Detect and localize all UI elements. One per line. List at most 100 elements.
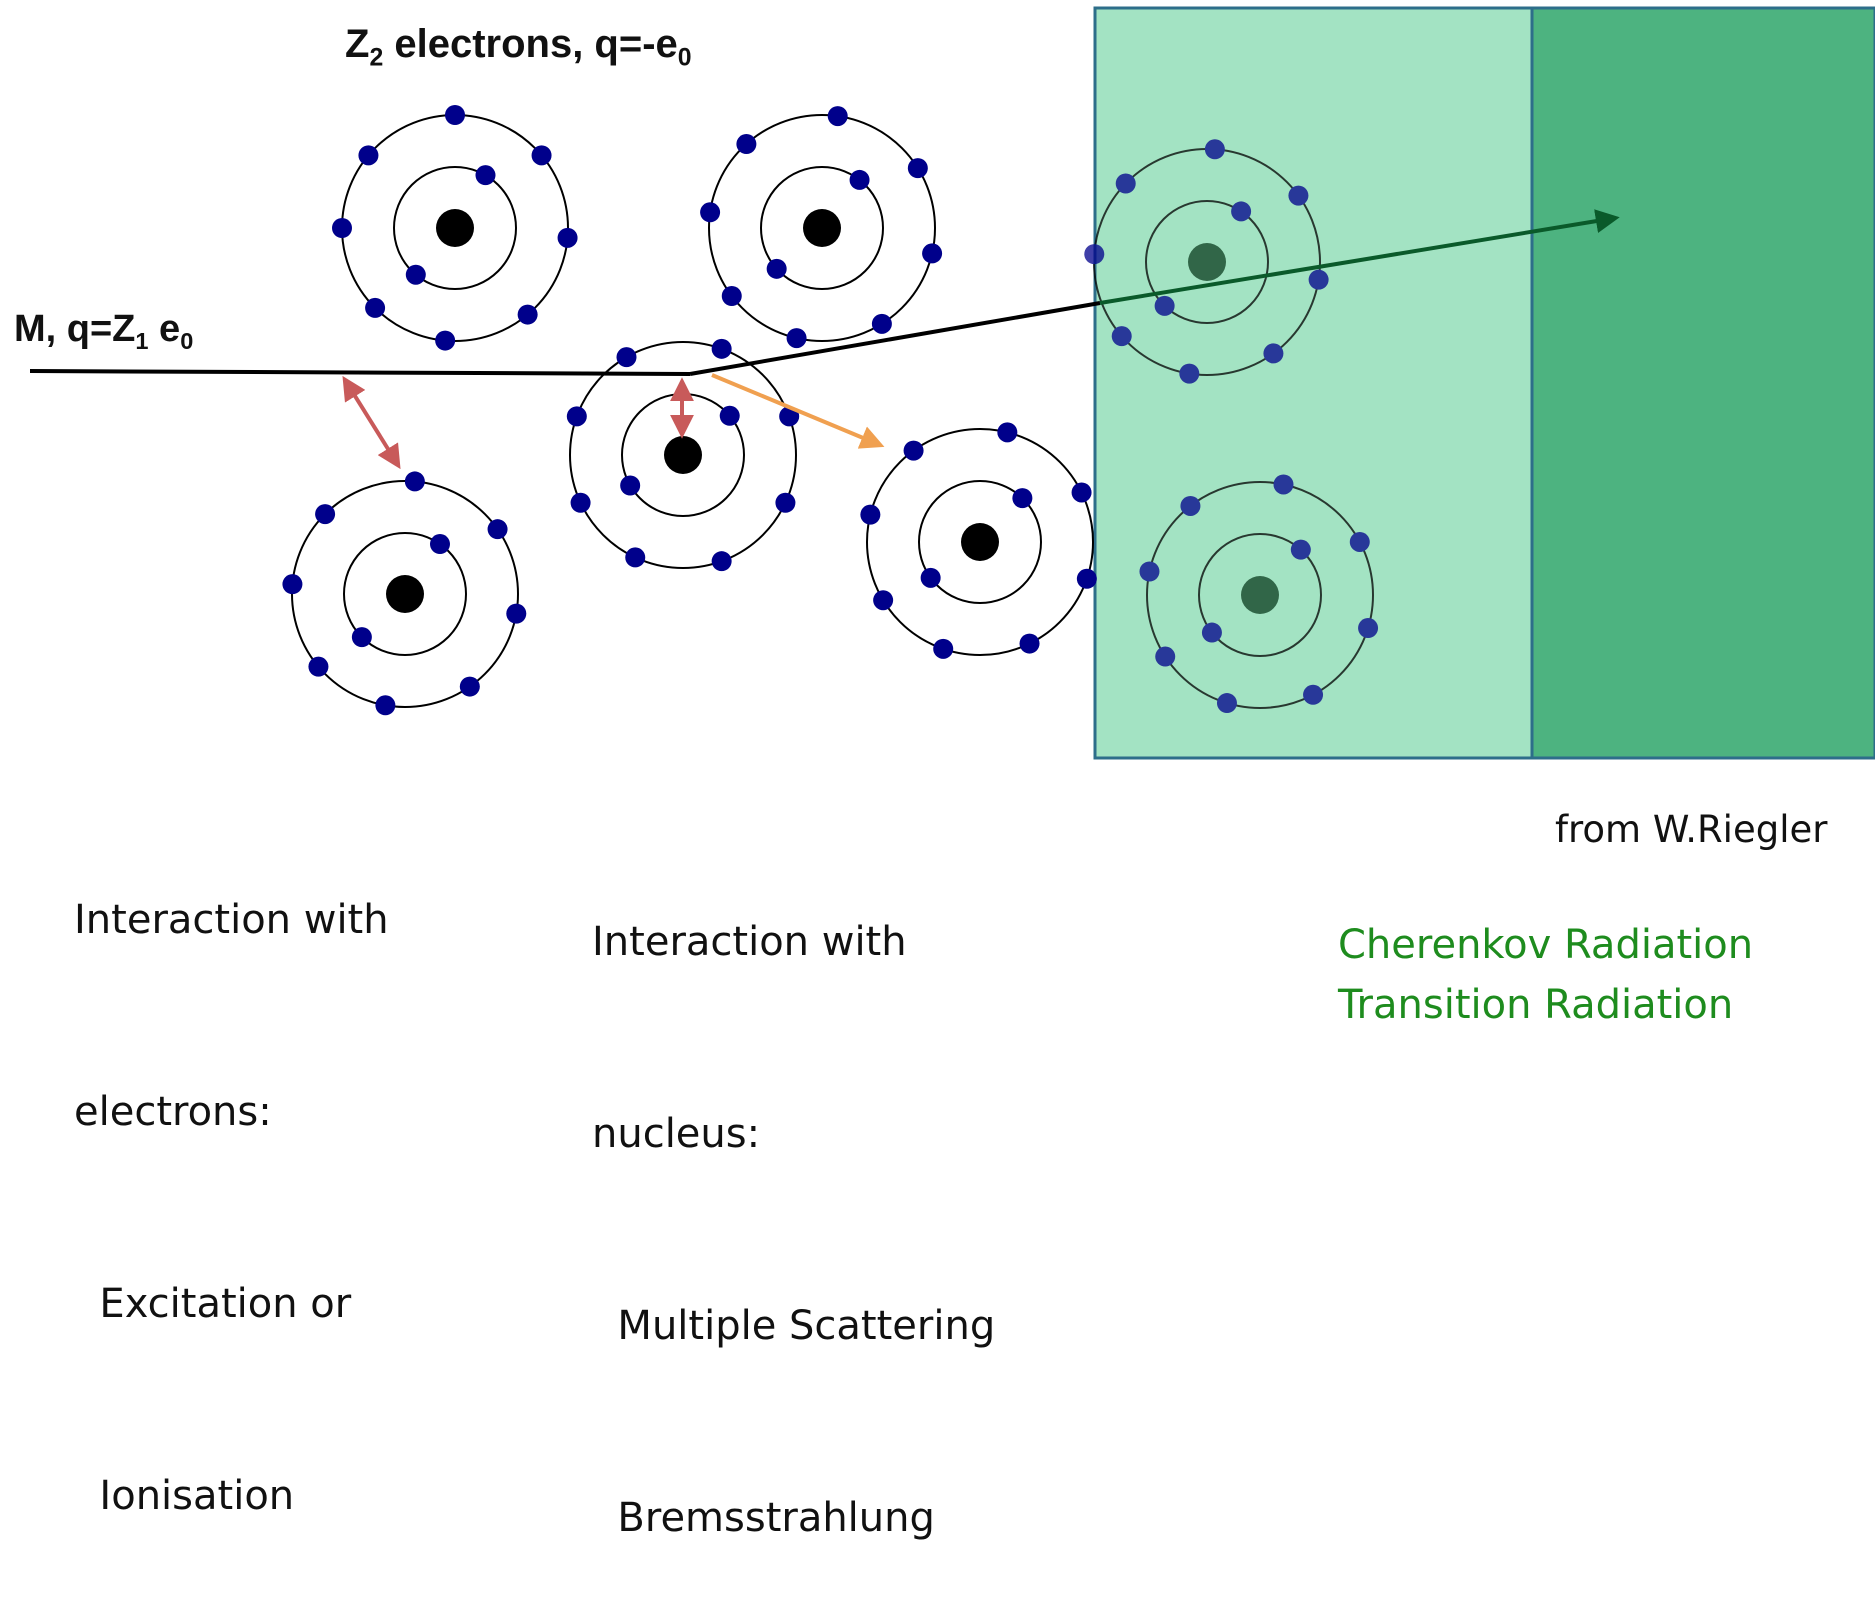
nucleus (1188, 243, 1226, 281)
electron (616, 347, 637, 368)
electron (557, 227, 578, 248)
electron (766, 258, 787, 279)
nucleus (664, 436, 702, 474)
electron (903, 440, 924, 461)
nucleus (803, 209, 841, 247)
nucleus (436, 209, 474, 247)
electron (719, 405, 740, 426)
electron (922, 243, 943, 264)
electron (308, 656, 329, 677)
electron (1076, 568, 1097, 589)
electron (1154, 295, 1175, 316)
electron (1201, 622, 1222, 643)
electron (1349, 531, 1370, 552)
transition-label: Transition Radiation (1338, 982, 1734, 1028)
electron (365, 297, 386, 318)
electron (871, 313, 892, 334)
scattered-particle-arrow (711, 373, 885, 449)
atoms-group (282, 105, 1379, 716)
electron (1111, 326, 1132, 347)
electron (1263, 343, 1284, 364)
outer-shell (708, 114, 936, 342)
electron (566, 406, 587, 427)
electron (517, 304, 538, 325)
nucleus (386, 575, 424, 613)
electron (531, 145, 552, 166)
atom (332, 105, 578, 351)
electron (711, 338, 732, 359)
electrons-label: Z2 electrons, q=-e0 (345, 22, 692, 72)
electron (1155, 646, 1176, 667)
electron (435, 330, 456, 351)
nucleus (961, 523, 999, 561)
electron (775, 492, 796, 513)
atom (700, 106, 943, 349)
electron (1290, 539, 1311, 560)
electron (625, 547, 646, 568)
electron (1012, 488, 1033, 509)
atom (1084, 139, 1329, 384)
electron (1179, 363, 1200, 384)
electron (1115, 173, 1136, 194)
electron (282, 574, 303, 595)
electron (873, 590, 894, 611)
atom (860, 422, 1097, 659)
electron (315, 504, 336, 525)
electron (786, 328, 807, 349)
electron (736, 134, 757, 155)
electron (405, 264, 426, 285)
outer-shell (1146, 481, 1374, 709)
cherenkov-label: Cherenkov Radiation (1338, 922, 1754, 968)
electron (1084, 244, 1105, 265)
electron (1139, 561, 1160, 582)
medium-region-light (1093, 6, 1534, 760)
atom (282, 471, 527, 716)
outer-shell (569, 341, 797, 569)
electron (487, 519, 508, 540)
electron (620, 475, 641, 496)
electron (332, 218, 352, 238)
nucleus (1241, 576, 1279, 614)
inner-shell (1145, 200, 1269, 324)
medium-region-dark (1530, 6, 1875, 760)
electron (920, 567, 941, 588)
electron (1358, 618, 1379, 639)
electron (849, 169, 870, 190)
electron (429, 534, 450, 555)
outer-shell (866, 428, 1094, 656)
atom (566, 338, 800, 572)
electron (827, 106, 848, 127)
projectile-label: M, q=Z1 e0 (14, 308, 194, 355)
electron (1273, 474, 1294, 495)
electron (1180, 495, 1201, 516)
electron (375, 695, 396, 716)
electron (1019, 633, 1040, 654)
inner-shell (1198, 533, 1322, 657)
electron (404, 471, 425, 492)
electron-interaction-text: Interaction with electrons: Excitation o… (74, 897, 389, 1519)
electron (711, 551, 732, 572)
electron (933, 638, 954, 659)
inner-shell (343, 532, 467, 656)
electron (860, 504, 881, 525)
electron (1308, 269, 1329, 290)
electron (358, 145, 379, 166)
electron (445, 105, 465, 125)
electron (700, 202, 721, 223)
particle-track-incoming (29, 369, 691, 376)
particle-interaction-diagram (29, 6, 1875, 760)
atom (1139, 474, 1379, 714)
electron (721, 286, 742, 307)
inner-shell (918, 480, 1042, 604)
particle-track-in-medium (1099, 209, 1620, 305)
nucleus-interaction-text: Interaction with nucleus: Multiple Scatt… (592, 919, 996, 1541)
electron (570, 492, 591, 513)
electron-interaction-arrow (342, 375, 401, 470)
electron (459, 676, 480, 697)
electron (997, 422, 1018, 443)
electron (506, 603, 527, 624)
electron (1288, 185, 1309, 206)
credit-label: from W.Riegler (1555, 808, 1828, 851)
electron (475, 165, 496, 186)
electron (351, 627, 372, 648)
